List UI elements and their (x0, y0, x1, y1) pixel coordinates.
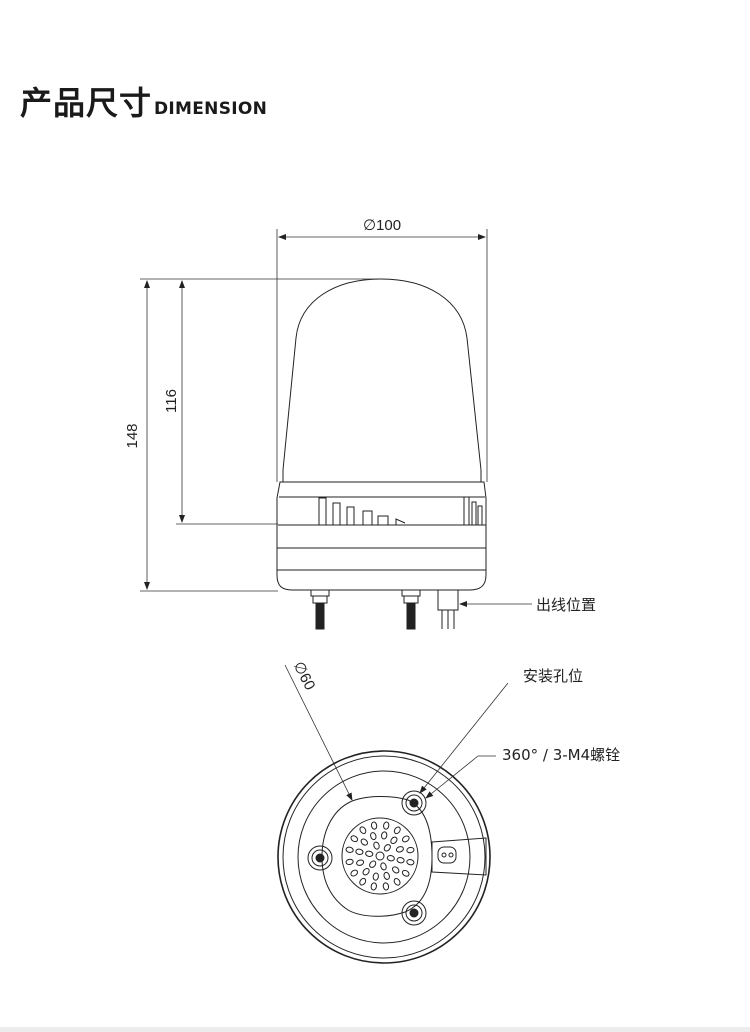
bottom-callouts (284, 664, 509, 801)
speaker-hole (350, 835, 359, 843)
page-subtitle: DIMENSION (154, 99, 268, 119)
dome-height-label: 116 (163, 389, 180, 413)
dimension-lines (140, 229, 532, 607)
speaker-hole (383, 844, 391, 852)
speaker-hole (382, 882, 390, 891)
speaker-holes (345, 821, 415, 891)
speaker-hole (370, 832, 377, 841)
speaker-hole (380, 862, 387, 871)
cable-exit-label: 出线位置 (536, 596, 596, 614)
speaker-hole (401, 835, 410, 843)
dome-outline (282, 278, 482, 482)
speaker-hole (401, 869, 410, 877)
speaker-hole (355, 848, 364, 855)
bolt-left (307, 845, 333, 871)
speaker-hole (391, 866, 400, 874)
speaker-hole (359, 826, 367, 835)
mount-stud-right (401, 589, 421, 630)
mount-stud-left (310, 589, 330, 630)
speaker-hole (365, 850, 374, 857)
speaker-hole (406, 859, 415, 866)
footer-divider (0, 1027, 750, 1032)
page-title: 产品尺寸 (20, 84, 153, 122)
speaker-hole (406, 846, 415, 854)
speaker-hole (395, 846, 404, 853)
mount-diameter-label: ∅60 (290, 659, 319, 693)
speaker-hole (396, 857, 405, 864)
speaker-grille (341, 817, 419, 895)
speaker-hole (369, 860, 377, 868)
bolt-top (401, 790, 427, 816)
cable-tab (431, 837, 487, 876)
speaker-hole (383, 871, 390, 880)
total-height-label: 148 (124, 423, 141, 448)
speaker-hole (381, 831, 388, 840)
speaker-hole (359, 877, 367, 886)
speaker-hole (345, 846, 354, 853)
cable-exit (437, 589, 459, 629)
speaker-hole (356, 859, 365, 866)
speaker-hole (370, 821, 378, 830)
speaker-hole (372, 872, 379, 881)
bolts-label: 360° / 3-M4螺铨 (502, 746, 620, 764)
base-outer-circle (277, 750, 491, 964)
speaker-hole (393, 826, 401, 835)
speaker-hole (360, 838, 369, 846)
speaker-hole (350, 869, 359, 877)
speaker-hole (373, 841, 380, 850)
bottom-view (277, 750, 491, 964)
speaker-hole (362, 867, 370, 876)
speaker-hole (393, 877, 401, 886)
mount-holes-label: 安装孔位 (523, 667, 583, 685)
speaker-hole (390, 836, 398, 845)
base-body (276, 481, 487, 591)
bolt-bottom (401, 900, 427, 926)
speaker-hole (345, 858, 354, 866)
speaker-hole (383, 821, 390, 830)
speaker-hole (370, 882, 377, 891)
diameter-label: ∅100 (363, 217, 401, 234)
speaker-hole (375, 851, 385, 861)
speaker-hole (386, 855, 395, 862)
side-view (276, 278, 487, 630)
